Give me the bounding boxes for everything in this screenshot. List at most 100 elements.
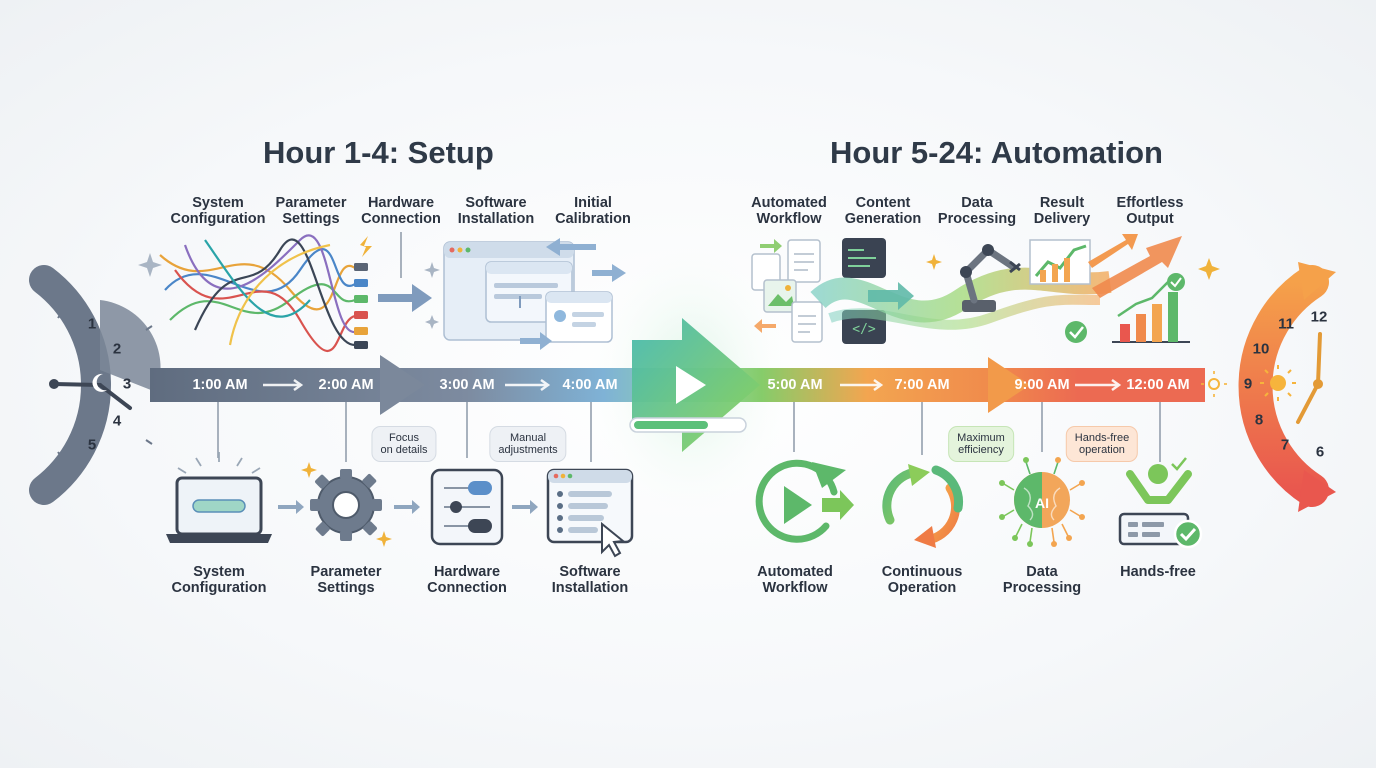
label-software-installation-bottom: Software Installation xyxy=(551,564,629,596)
installer-window-icon xyxy=(546,468,634,558)
label-hardware-connection: Hardware Connection xyxy=(361,195,441,227)
time-12am: 12:00 AM xyxy=(1126,377,1190,393)
right-clock-number: 8 xyxy=(1254,411,1264,429)
bubble-maximum-efficiency: Maximum efficiency xyxy=(948,426,1014,462)
check-circle-icon xyxy=(1065,321,1087,343)
arrow-right-icon xyxy=(512,500,538,514)
arrow-up-right-icon xyxy=(1092,236,1182,298)
label-content-generation: Content Generation xyxy=(844,195,922,227)
left-clock-number: 2 xyxy=(112,340,122,358)
sliders-panel-icon xyxy=(430,468,504,546)
right-clock-number: 10 xyxy=(1252,340,1270,358)
label-connectors xyxy=(217,232,1161,462)
ai-brain-icon xyxy=(999,457,1085,547)
bubble-manual-adjustments: Manual adjustments xyxy=(489,426,567,462)
happy-person-icon xyxy=(1118,457,1203,549)
ai-badge-text: AI xyxy=(1035,495,1049,511)
label-automated-workflow: Automated Workflow xyxy=(751,195,827,227)
arrow-left-icon xyxy=(754,319,776,333)
documents-icon xyxy=(751,239,823,343)
tangled-cables-icon xyxy=(159,234,356,352)
label-data-processing-bottom: Data Processing xyxy=(1002,564,1082,596)
robot-arm-icon xyxy=(960,244,1021,312)
cable-connectors xyxy=(354,263,368,349)
right-clock-hand xyxy=(1316,332,1322,386)
play-icon xyxy=(676,366,706,404)
right-clock-number: 11 xyxy=(1278,315,1294,333)
label-initial-calibration: Initial Calibration xyxy=(555,195,631,227)
lightning-icon xyxy=(360,236,372,257)
sun-icon xyxy=(1260,365,1296,401)
time-3am: 3:00 AM xyxy=(439,377,495,393)
sun-icon xyxy=(1201,371,1227,397)
arrow-right-icon xyxy=(394,500,420,514)
right-clock-number: 7 xyxy=(1280,436,1290,454)
chevron-right-icon xyxy=(380,355,425,415)
cursor-icon xyxy=(601,521,626,558)
sparkle-icons xyxy=(138,253,440,329)
left-clock-number: 1 xyxy=(87,315,97,333)
label-automated-workflow-bottom: Automated Workflow xyxy=(757,564,833,596)
time-4am: 4:00 AM xyxy=(562,377,618,393)
automation-section-title: Hour 5-24: Automation xyxy=(830,135,1163,170)
right-clock-hand xyxy=(1296,382,1320,424)
left-clock-number: 5 xyxy=(87,436,97,454)
software-windows-icon xyxy=(443,241,613,343)
label-system-configuration-bottom: System Configuration xyxy=(171,564,267,596)
chevron-right-icon xyxy=(1298,470,1336,512)
right-clock-number: 6 xyxy=(1315,443,1325,461)
label-hands-free: Hands-free xyxy=(1120,564,1196,580)
time-2am: 2:00 AM xyxy=(318,377,374,393)
refresh-cycle-icon xyxy=(882,464,964,548)
time-9am: 9:00 AM xyxy=(1014,377,1070,393)
gear-icon xyxy=(301,462,392,547)
left-clock-wedge xyxy=(100,300,161,392)
bubble-focus-on-details: Focus on details xyxy=(371,426,437,462)
label-effortless-output: Effortless Output xyxy=(1116,195,1184,227)
left-clock xyxy=(29,265,170,505)
chevron-right-icon xyxy=(1298,262,1336,300)
setup-section-title: Hour 1-4: Setup xyxy=(263,135,494,170)
left-clock-hand xyxy=(52,382,102,387)
left-clock-number: 3 xyxy=(122,375,132,393)
left-clock-hand xyxy=(98,383,132,410)
label-parameter-settings: Parameter Settings xyxy=(275,195,347,227)
time-5am: 5:00 AM xyxy=(767,377,823,393)
automated-workflow-icon xyxy=(755,459,854,543)
arrow-right-icon xyxy=(378,284,432,312)
label-software-installation: Software Installation xyxy=(457,195,535,227)
label-continuous-operation: Continuous Operation xyxy=(881,564,963,596)
time-7am: 7:00 AM xyxy=(894,377,950,393)
arrow-right-icon xyxy=(868,282,914,310)
sparkle-icons xyxy=(926,254,1220,280)
transition-play-arrow xyxy=(629,318,760,452)
moon-icon xyxy=(92,373,107,392)
laptop-icon xyxy=(166,452,272,543)
progress-fill xyxy=(634,421,708,429)
code-terminal-icon: </> xyxy=(842,238,886,344)
chevron-right-icon xyxy=(988,357,1030,413)
right-clock-arc xyxy=(1238,265,1329,507)
right-clock-pivot xyxy=(1313,379,1323,389)
growth-chart-icon xyxy=(1029,234,1138,285)
label-system-configuration: System Configuration xyxy=(170,195,266,227)
check-circle-icon xyxy=(1167,273,1185,291)
label-hardware-connection-bottom: Hardware Connection xyxy=(427,564,507,596)
right-clock-number: 9 xyxy=(1243,375,1253,393)
label-data-processing: Data Processing xyxy=(937,195,1017,227)
arrow-right-icon xyxy=(760,239,782,253)
calibration-arrows-icon xyxy=(520,238,626,350)
right-clock-number: 12 xyxy=(1310,308,1328,326)
flow-wave xyxy=(828,294,1101,330)
svg-text:</>: </> xyxy=(852,322,876,337)
left-clock-number: 4 xyxy=(112,412,122,430)
bubble-hands-free-operation: Hands-free operation xyxy=(1065,426,1139,462)
label-parameter-settings-bottom: Parameter Settings xyxy=(310,564,382,596)
right-clock xyxy=(1201,262,1336,512)
time-1am: 1:00 AM xyxy=(192,377,248,393)
bar-chart-icon xyxy=(1112,281,1190,343)
left-clock-pivot xyxy=(49,379,59,389)
label-result-delivery: Result Delivery xyxy=(1033,195,1091,227)
